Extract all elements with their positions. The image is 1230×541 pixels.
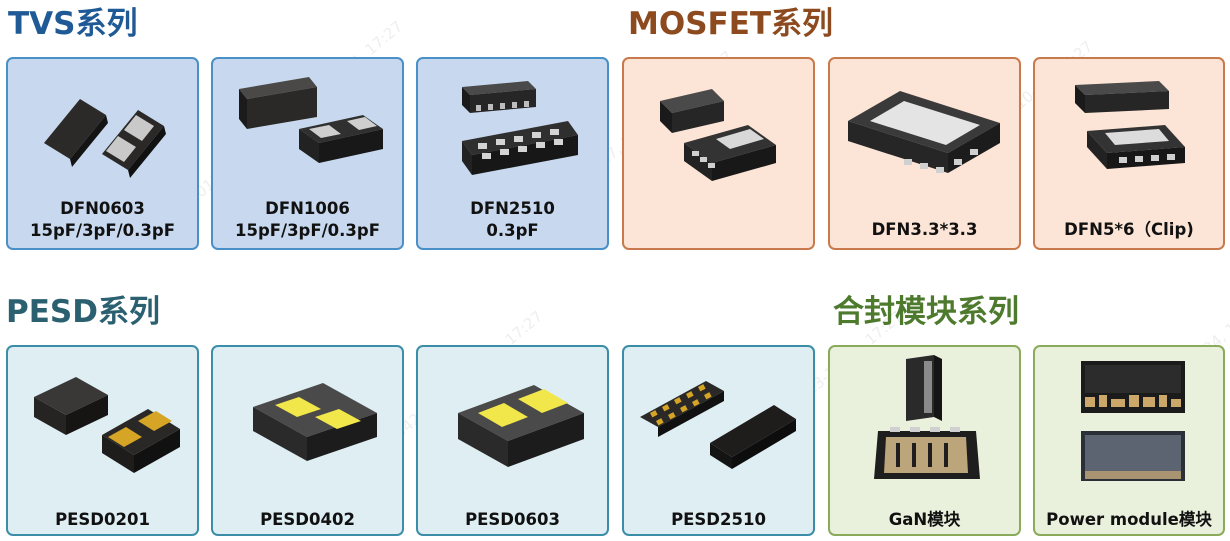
product-card-pesd0603[interactable]: PESD0603 [416, 345, 609, 536]
product-card-dfn0603[interactable]: DFN0603 15pF/3pF/0.3pF [6, 57, 199, 250]
product-card-dfn2510[interactable]: DFN2510 0.3pF [416, 57, 609, 250]
product-card-dfn3x3[interactable] [622, 57, 815, 250]
pesd2510-package-image [640, 381, 796, 469]
module-section-title: 合封模块系列 [833, 294, 1019, 330]
product-card-power-module[interactable]: Power module模块 [1033, 345, 1225, 536]
dfn5x6-package-image [1075, 81, 1185, 169]
dfn5x6-name: DFN5*6（Clip) [1064, 220, 1194, 239]
dfn2510-name: DFN2510 [470, 199, 555, 218]
dfn1006-package-image [239, 77, 383, 163]
product-card-pesd0201[interactable]: PESD0201 [6, 345, 199, 536]
dfn0603-name: DFN0603 [60, 199, 145, 218]
product-card-dfn5x6-clip[interactable]: DFN5*6（Clip) [1033, 57, 1225, 250]
dfn0603-package-image [44, 99, 166, 178]
gan-module-name: GaN模块 [888, 510, 961, 529]
dfn1006-name: DFN1006 [265, 199, 350, 218]
dfn0603-capacitance: 15pF/3pF/0.3pF [30, 221, 175, 240]
dfn3-3x3-3-package-image [848, 91, 1000, 173]
product-card-pesd2510[interactable]: PESD2510 [622, 345, 815, 536]
dfn2510-capacitance: 0.3pF [486, 221, 539, 240]
product-card-dfn1006[interactable]: DFN1006 15pF/3pF/0.3pF [211, 57, 404, 250]
gan-module-package-image [874, 355, 980, 479]
pesd0402-name: PESD0402 [260, 510, 355, 529]
dfn2510-package-image [462, 81, 578, 175]
product-card-gan-module[interactable]: GaN模块 [828, 345, 1021, 536]
pesd0201-package-image [34, 377, 180, 473]
pesd0603-package-image [458, 385, 584, 467]
power-module-package-image [1081, 361, 1185, 481]
dfn1006-capacitance: 15pF/3pF/0.3pF [235, 221, 380, 240]
pesd2510-name: PESD2510 [671, 510, 766, 529]
mosfet-section-title: MOSFET系列 [628, 6, 834, 42]
product-card-pesd0402[interactable]: PESD0402 [211, 345, 404, 536]
power-module-name: Power module模块 [1046, 510, 1212, 529]
dfn3x3-package-image [660, 89, 776, 181]
pesd0201-name: PESD0201 [55, 510, 150, 529]
product-card-dfn3-3x3-3[interactable]: DFN3.3*3.3 [828, 57, 1021, 250]
pesd0402-package-image [253, 383, 377, 461]
tvs-section-title: TVS系列 [8, 6, 138, 42]
pesd0603-name: PESD0603 [465, 510, 560, 529]
dfn3-3x3-3-name: DFN3.3*3.3 [871, 220, 978, 239]
pesd-section-title: PESD系列 [6, 294, 160, 330]
